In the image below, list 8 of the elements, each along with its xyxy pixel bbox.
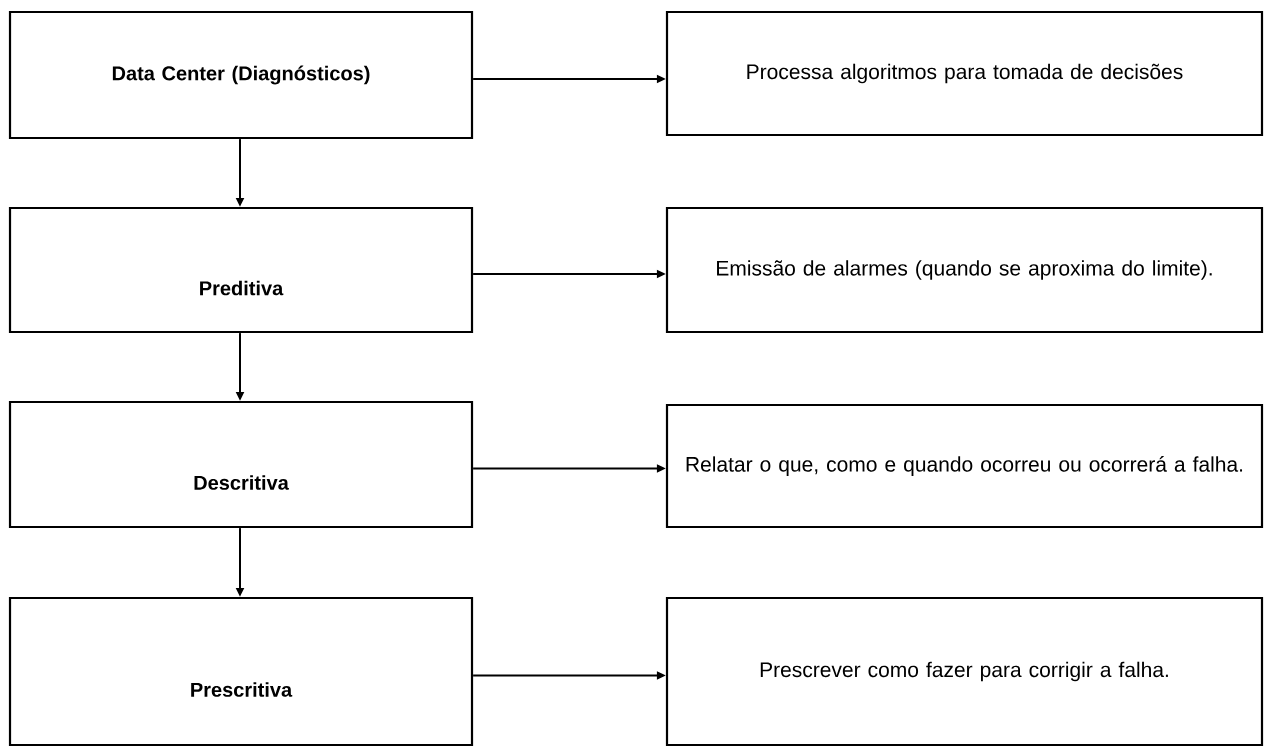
process-box: Relatar o que, como e quando ocorreu ou ocorrerá a falha. xyxy=(665,403,1264,529)
process-box: Preditiva xyxy=(8,206,474,334)
process-box: Descritiva xyxy=(8,400,474,529)
process-box: Prescrever como fazer para corrigir a falha. xyxy=(665,596,1264,747)
process-box: Prescritiva xyxy=(8,596,474,747)
process-box: Emissão de alarmes (quando se aproxima do limite). xyxy=(665,206,1264,334)
process-box: Processa algoritmos para tomada de decisões xyxy=(665,10,1264,137)
process-box: Data Center (Diagnósticos) xyxy=(8,10,474,140)
